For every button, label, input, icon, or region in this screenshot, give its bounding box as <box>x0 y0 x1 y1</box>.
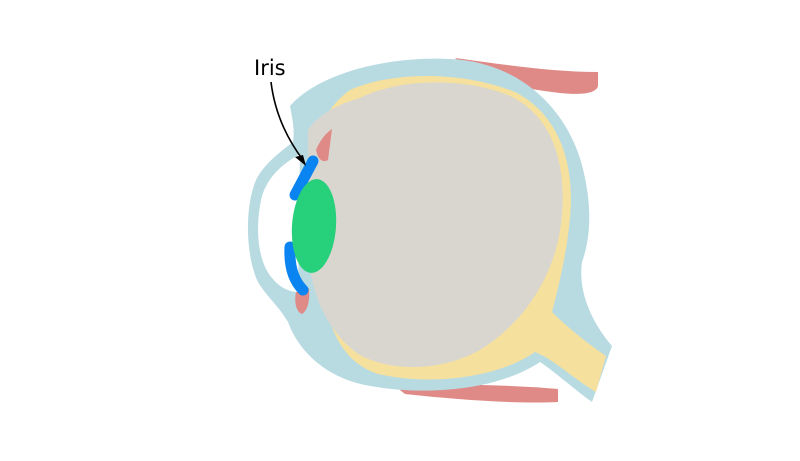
upper-ciliary-body <box>316 129 332 162</box>
iris-pointer-arrowhead <box>295 155 306 166</box>
lower-iris <box>284 241 309 296</box>
lens <box>291 179 337 273</box>
iris-label: Iris <box>254 56 286 80</box>
upper-iris <box>289 155 319 201</box>
iris-label-pointer <box>270 81 304 161</box>
vitreous-body <box>308 82 563 368</box>
